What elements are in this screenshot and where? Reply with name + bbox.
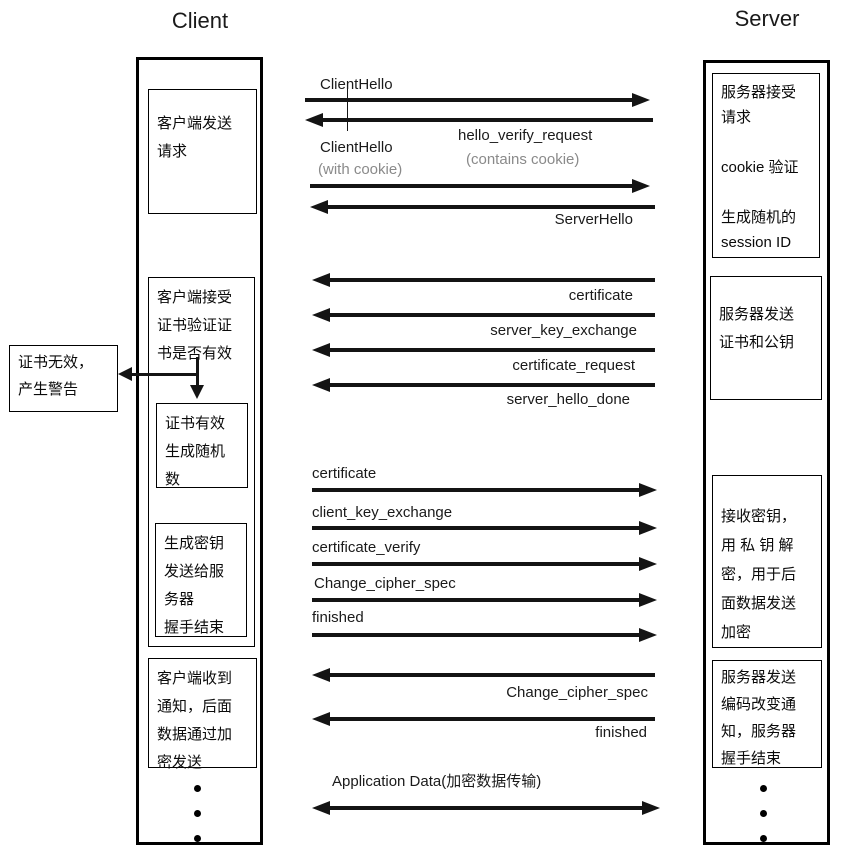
arrow-server-key-exchange bbox=[329, 313, 655, 317]
sublabel-contains-cookie: (contains cookie) bbox=[466, 151, 580, 168]
label-server-hello: ServerHello bbox=[554, 211, 633, 228]
arrow-change-cipher-spec-s2c bbox=[329, 673, 655, 677]
server-box-send-cert: 服务器发送 证书和公钥 bbox=[710, 276, 822, 400]
branch-horizontal-line bbox=[130, 373, 198, 376]
label-finished-s2c: finished bbox=[595, 724, 647, 741]
client-box-cert-valid: 证书有效 生成随机 数 bbox=[156, 403, 248, 488]
server-ellipsis-dots bbox=[760, 776, 767, 851]
label-client-hello: ClientHello bbox=[320, 76, 393, 93]
label-certificate-request: certificate_request bbox=[512, 357, 635, 374]
server-box-receive-key: 接收密钥， 用 私 钥 解 密，用于后 面数据发送 加密 bbox=[712, 475, 822, 648]
arrow-client-hello-cookie bbox=[310, 184, 633, 188]
label-certificate-s2c: certificate bbox=[568, 287, 633, 304]
arrow-finished-s2c bbox=[329, 717, 655, 721]
client-box-send-request: 客户端发送 请求 bbox=[148, 89, 257, 214]
ellipsis-dot bbox=[194, 835, 201, 842]
branch-down-arrowhead bbox=[190, 385, 204, 399]
client-ellipsis-dots bbox=[194, 776, 201, 851]
client-box-generate-key: 生成密钥 发送给服 务器 握手结束 bbox=[155, 523, 247, 637]
branch-vertical-line bbox=[196, 357, 199, 385]
label-certificate-verify: certificate_verify bbox=[312, 539, 421, 556]
arrow-finished-c2s bbox=[312, 633, 640, 637]
arrow-certificate-request bbox=[329, 348, 655, 352]
arrow-certificate-verify bbox=[312, 562, 640, 566]
arrow-hello-verify-request bbox=[322, 118, 653, 122]
arrow-server-hello bbox=[327, 205, 655, 209]
server-box-change-cipher: 服务器发送 编码改变通 知，服务器 握手结束 bbox=[712, 660, 822, 768]
server-box-accept-request: 服务器接受 请求 cookie 验证 生成随机的 session ID bbox=[712, 73, 820, 258]
arrow-certificate-c2s bbox=[312, 488, 640, 492]
ellipsis-dot bbox=[760, 785, 767, 792]
label-application-data: Application Data(加密数据传输) bbox=[332, 773, 542, 790]
arrow-certificate-s2c bbox=[329, 278, 655, 282]
label-change-cipher-c2s: Change_cipher_spec bbox=[314, 575, 456, 592]
branch-left-arrowhead bbox=[118, 367, 132, 381]
label-certificate-c2s: certificate bbox=[312, 465, 377, 482]
ellipsis-dot bbox=[760, 835, 767, 842]
label-server-hello-done: server_hello_done bbox=[506, 391, 630, 408]
label-finished-c2s: finished bbox=[312, 609, 364, 626]
arrow-client-key-exchange bbox=[312, 526, 640, 530]
label-change-cipher-s2c: Change_cipher_spec bbox=[506, 684, 648, 701]
ellipsis-dot bbox=[194, 785, 201, 792]
server-title: Server bbox=[734, 6, 800, 31]
label-hello-verify-request: hello_verify_request bbox=[458, 127, 593, 144]
client-title: Client bbox=[171, 8, 229, 33]
sublabel-with-cookie: (with cookie) bbox=[318, 161, 403, 178]
ellipsis-dot bbox=[194, 810, 201, 817]
label-client-key-exchange: client_key_exchange bbox=[312, 504, 453, 521]
ellipsis-dot bbox=[760, 810, 767, 817]
arrow-change-cipher-spec-c2s bbox=[312, 598, 640, 602]
arrow-server-hello-done bbox=[329, 383, 655, 387]
retransmit-tick-line bbox=[347, 88, 348, 131]
label-server-key-exchange: server_key_exchange bbox=[490, 322, 637, 339]
arrow-application-data bbox=[329, 806, 643, 810]
client-box-notified: 客户端收到 通知，后面 数据通过加 密发送 bbox=[148, 658, 257, 771]
cert-invalid-warning-box: 证书无效， 产生警告 bbox=[9, 345, 118, 412]
label-client-hello-2: ClientHello bbox=[320, 139, 393, 156]
arrow-client-hello bbox=[305, 98, 633, 102]
